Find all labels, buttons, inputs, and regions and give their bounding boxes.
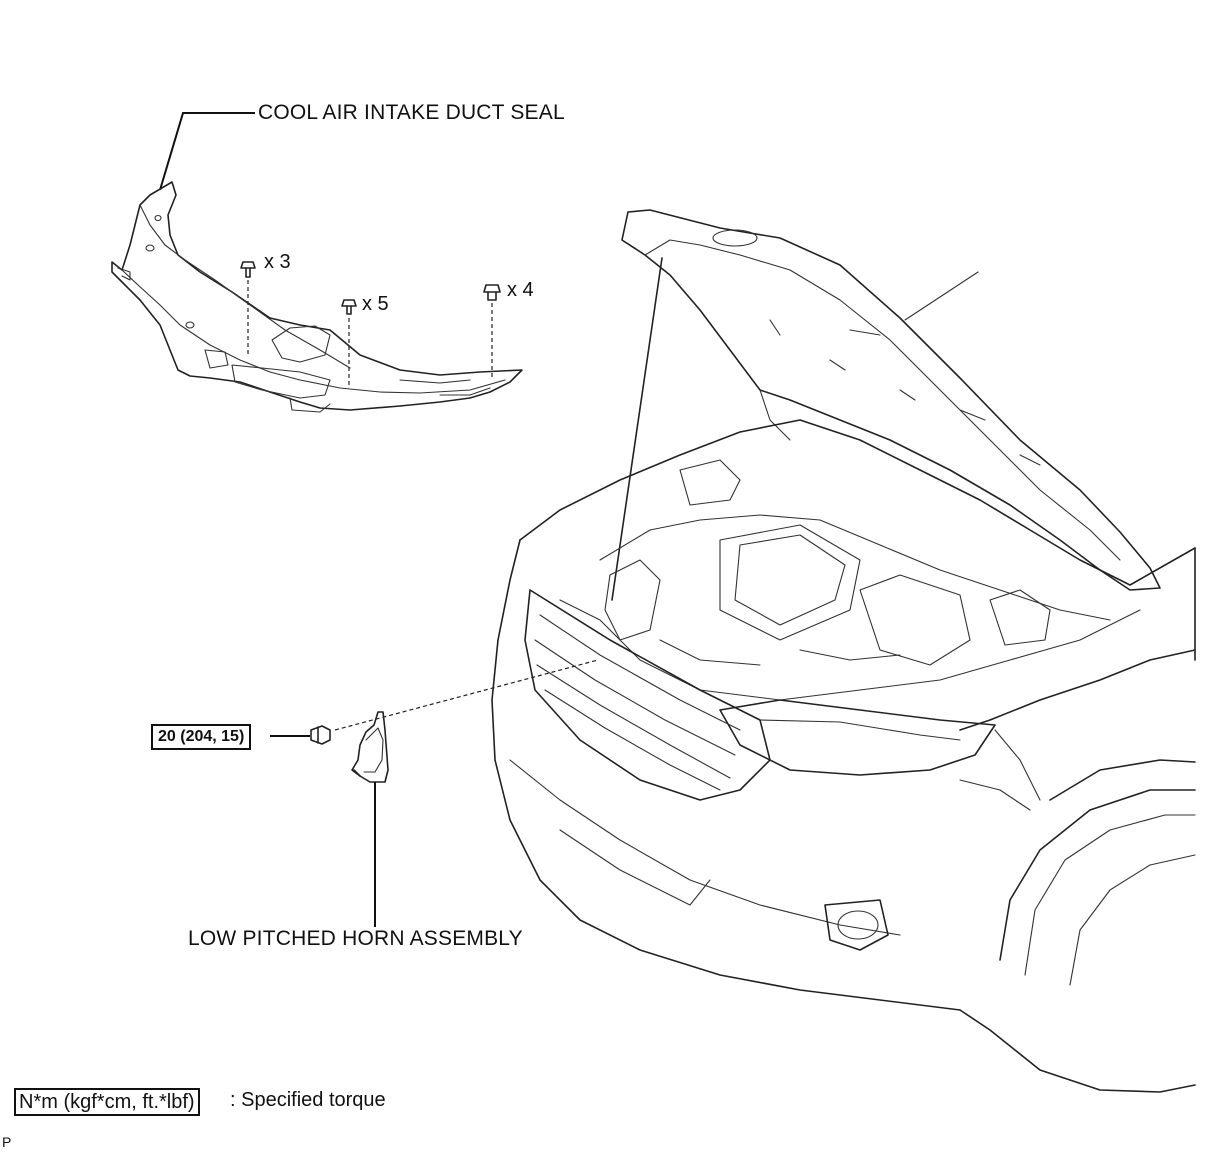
vehicle-front-illustration xyxy=(491,209,1196,1093)
clip-icon xyxy=(483,284,501,380)
footer-code: P xyxy=(2,1134,12,1150)
bolt-icon xyxy=(270,725,331,745)
clip-icon xyxy=(240,261,256,355)
clip-count-label: x 3 xyxy=(264,251,291,273)
clip-icon xyxy=(341,299,357,388)
torque-spec-box: 20 (204, 15) xyxy=(151,724,252,750)
horn-label: LOW PITCHED HORN ASSEMBLY xyxy=(188,927,523,950)
horn-icon xyxy=(351,711,389,927)
clip-count-label: x 4 xyxy=(507,279,534,301)
torque-legend-box: N*m (kgf*cm, ft.*lbf) xyxy=(14,1088,200,1116)
horn-mount-projection xyxy=(334,659,599,731)
torque-legend-text: : Specified torque xyxy=(230,1089,386,1111)
duct-seal-illustration xyxy=(111,181,523,413)
duct-seal-leader xyxy=(159,112,255,191)
clip-count-label: x 5 xyxy=(362,293,389,315)
duct-seal-label: COOL AIR INTAKE DUCT SEAL xyxy=(258,101,565,124)
